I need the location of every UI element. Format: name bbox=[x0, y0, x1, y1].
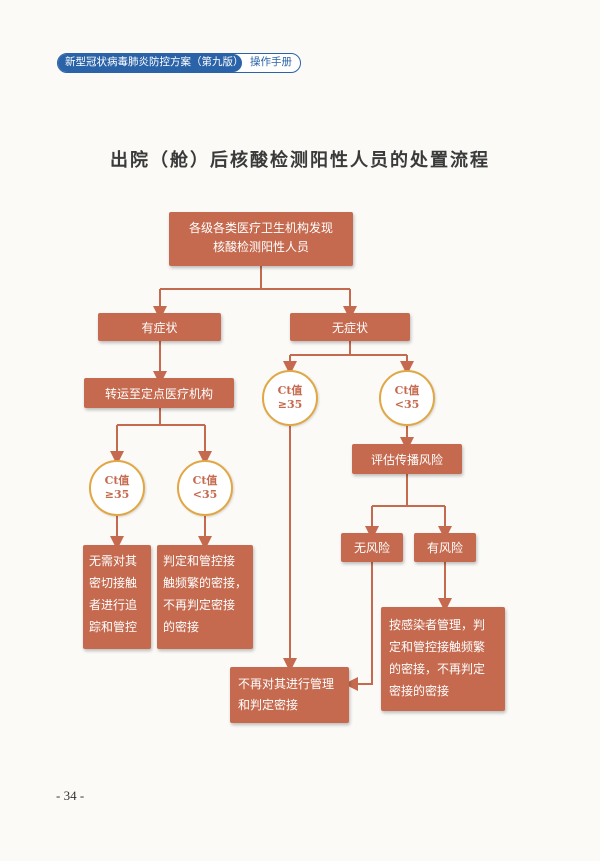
has-risk-node: 有风险 bbox=[414, 533, 476, 562]
start-node: 各级各类医疗卫生机构发现 核酸检测阳性人员 bbox=[169, 212, 353, 266]
ct-right-lt35-label: Ct值 bbox=[394, 384, 420, 397]
manage-infected-node: 按感染者管理，判 定和管控接触频繁 的密接，不再判定 密接的密接 bbox=[381, 607, 505, 711]
arrow-no-risk-to-no-manage bbox=[344, 562, 373, 691]
page-number: - 34 - bbox=[56, 788, 85, 803]
header-section-label: 操作手册 bbox=[250, 56, 292, 68]
ct-left-ge35-label: Ct值 bbox=[104, 474, 130, 487]
asymptomatic-node: 无症状 bbox=[290, 313, 410, 341]
symptomatic-node: 有症状 bbox=[98, 313, 221, 341]
ct-right-ge35-value: ≥35 bbox=[277, 398, 303, 411]
header-doc-title: 新型冠状病毒肺炎防控方案（第九版） bbox=[58, 54, 244, 72]
header-banner: 新型冠状病毒肺炎防控方案（第九版） 操作手册 bbox=[57, 53, 301, 73]
ct-right-lt35-value: <35 bbox=[394, 398, 420, 411]
ct-left-lt35-value: <35 bbox=[192, 488, 218, 501]
no-risk-node: 无风险 bbox=[341, 533, 403, 562]
ct-left-lt35-label: Ct值 bbox=[192, 474, 218, 487]
diagram-title: 出院（舱）后核酸检测阳性人员的处置流程 bbox=[110, 150, 490, 171]
ct-right-ge35-node: Ct值 ≥35 bbox=[262, 370, 318, 426]
assess-risk-node: 评估传播风险 bbox=[352, 444, 462, 474]
no-trace-node: 无需对其 密切接触 者进行追 踪和管控 bbox=[83, 545, 151, 649]
ct-left-lt35-node: Ct值 <35 bbox=[177, 460, 233, 516]
judge-left-node: 判定和管控接 触频繁的密接， 不再判定密接 的密接 bbox=[157, 545, 253, 649]
ct-left-ge35-value: ≥35 bbox=[104, 488, 130, 501]
ct-left-ge35-node: Ct值 ≥35 bbox=[89, 460, 145, 516]
ct-right-lt35-node: Ct值 <35 bbox=[379, 370, 435, 426]
ct-right-ge35-label: Ct值 bbox=[277, 384, 303, 397]
transfer-node: 转运至定点医疗机构 bbox=[84, 378, 234, 408]
no-manage-node: 不再对其进行管理 和判定密接 bbox=[230, 667, 349, 723]
